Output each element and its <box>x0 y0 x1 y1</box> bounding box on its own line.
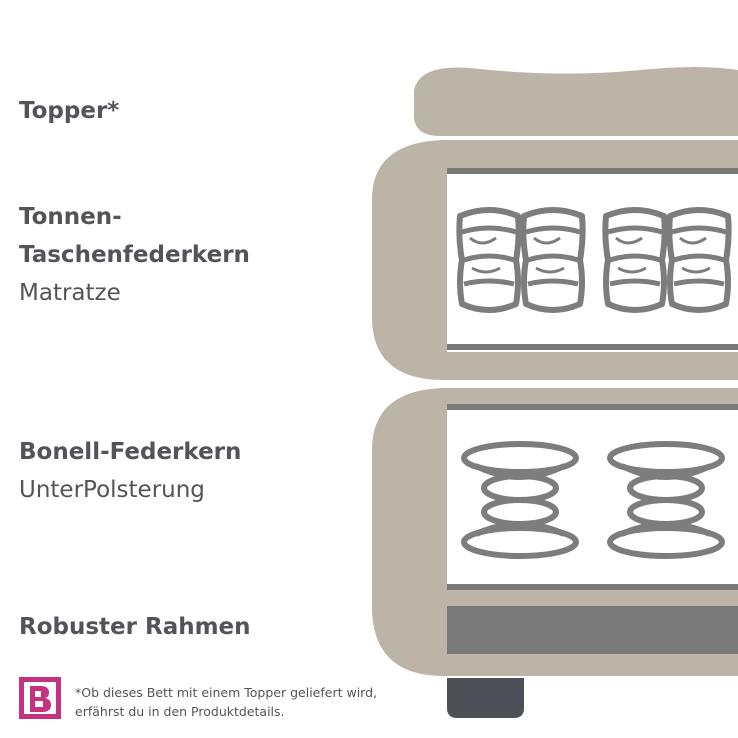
mattress-inner-top-rule <box>447 168 738 174</box>
underlay-inner-bottom-rule <box>447 584 738 590</box>
topper-layer <box>414 67 738 136</box>
mattress-inner-bottom-rule <box>447 344 738 350</box>
bed-foot <box>447 678 524 718</box>
footnote: *Ob dieses Bett mit einem Topper geliefe… <box>75 683 435 721</box>
mattress-title-line1: Tonnen- <box>19 204 122 230</box>
frame-label: Robuster Rahmen <box>19 614 251 640</box>
underlay-title: Bonell-Federkern <box>19 439 242 465</box>
brand-logo <box>19 677 61 719</box>
mattress-subtitle: Matratze <box>19 280 121 306</box>
mattress-label: Tonnen- Taschenfederkern Matratze <box>19 198 250 312</box>
footnote-line1: *Ob dieses Bett mit einem Topper geliefe… <box>75 685 377 700</box>
topper-label: Topper* <box>19 98 120 124</box>
frame-layer <box>447 606 738 654</box>
footnote-line2: erfährst du in den Produktdetails. <box>75 704 285 719</box>
mattress-inner <box>447 168 738 352</box>
mattress-title-line2: Taschenfederkern <box>19 242 250 268</box>
underlay-subtitle: UnterPolsterung <box>19 477 205 503</box>
underlay-inner-top-rule <box>447 404 738 410</box>
underlay-label: Bonell-Federkern UnterPolsterung <box>19 433 241 509</box>
